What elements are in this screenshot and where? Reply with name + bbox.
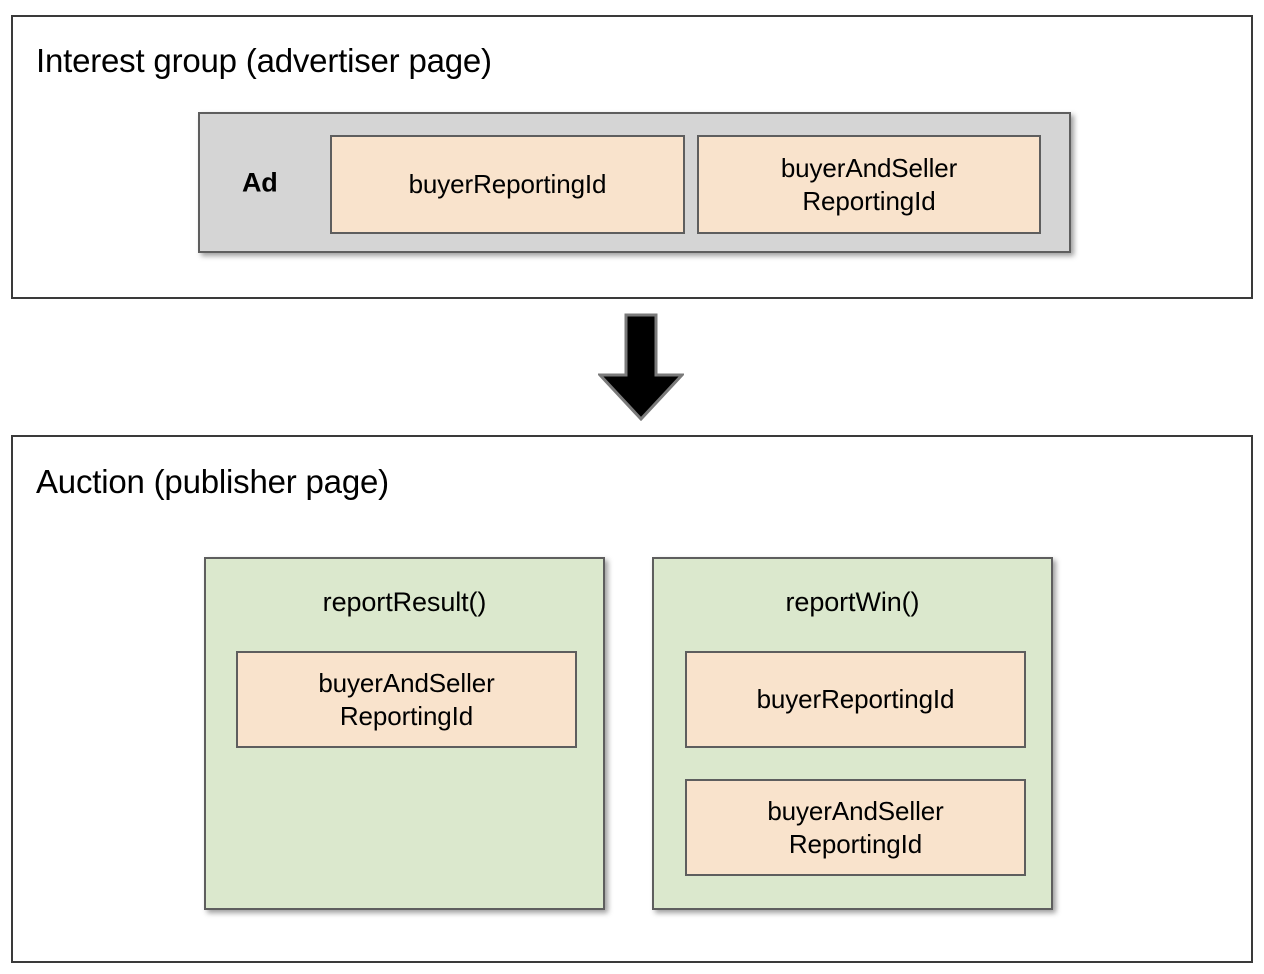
interest-group-section: Interest group (advertiser page) Ad buye… [11,15,1253,299]
interest-group-title: Interest group (advertiser page) [36,42,492,79]
ad-label: Ad [242,167,278,197]
field-report-win-buyer-and-seller-reporting-id: buyerAndSeller ReportingId [685,779,1026,876]
ad-box: Ad buyerReportingId buyerAndSeller Repor… [198,112,1071,253]
function-name-report-result: reportResult() [322,587,487,617]
field-buyer-reporting-id-label: buyerReportingId [408,169,607,199]
field-label: buyerAndSeller ReportingId [767,795,943,861]
auction-title: Auction (publisher page) [36,463,389,500]
field-report-win-buyer-reporting-id: buyerReportingId [685,651,1026,748]
field-buyer-reporting-id: buyerReportingId [330,135,685,234]
field-line-1: buyerAndSeller [767,795,944,826]
auction-section: Auction (publisher page) reportResult() … [11,435,1253,963]
field-label: buyerAndSeller ReportingId [318,667,494,733]
field-line-2: ReportingId [788,828,923,859]
function-box-report-result: reportResult() buyerAndSeller ReportingI… [204,557,605,910]
field-label: buyerReportingId [756,684,955,714]
field-line-1: buyerAndSeller [780,152,958,183]
function-box-report-win: reportWin() buyerReportingId buyerAndSel… [652,557,1053,910]
field-buyer-and-seller-reporting-id: buyerAndSeller ReportingId [697,135,1041,234]
field-line-2: ReportingId [339,700,474,731]
field-line-1: buyerAndSeller [318,667,495,698]
field-line-2: ReportingId [802,185,936,216]
field-report-result-buyer-and-seller-reporting-id: buyerAndSeller ReportingId [236,651,577,748]
field-buyer-and-seller-reporting-id-label: buyerAndSeller ReportingId [781,152,957,218]
down-arrow-icon [596,313,686,422]
function-name-report-win: reportWin() [785,587,920,617]
